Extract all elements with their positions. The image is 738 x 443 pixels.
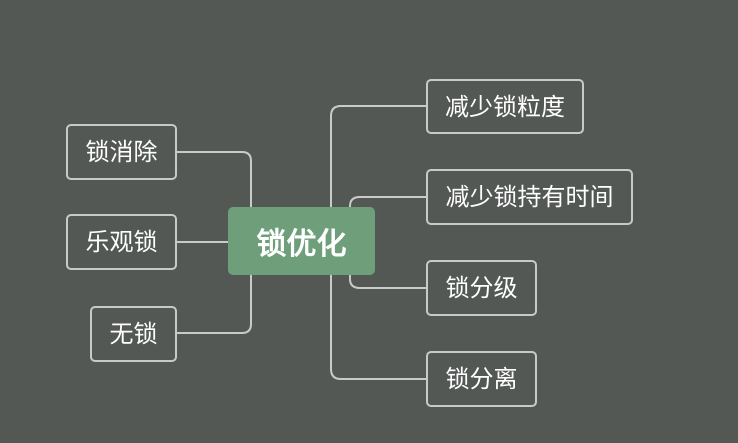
topic-reduce-lock-hold-time[interactable]: 减少锁持有时间 — [426, 169, 633, 225]
topic-lock-grading[interactable]: 锁分级 — [426, 260, 537, 316]
topic-lock-free[interactable]: 无锁 — [90, 306, 177, 362]
connector-right-2 — [349, 196, 426, 207]
topic-optimistic-lock[interactable]: 乐观锁 — [66, 214, 177, 270]
topic-lock-separation[interactable]: 锁分离 — [426, 351, 537, 407]
topic-reduce-lock-granularity[interactable]: 减少锁粒度 — [426, 79, 584, 134]
center-topic[interactable]: 锁优化 — [228, 207, 375, 275]
topic-lock-elimination[interactable]: 锁消除 — [66, 124, 177, 180]
connector-right-1 — [330, 105, 426, 207]
connector-right-4 — [330, 275, 426, 380]
connector-left-1 — [177, 151, 252, 207]
connector-left-3 — [177, 275, 252, 334]
connector-right-3 — [349, 275, 426, 289]
